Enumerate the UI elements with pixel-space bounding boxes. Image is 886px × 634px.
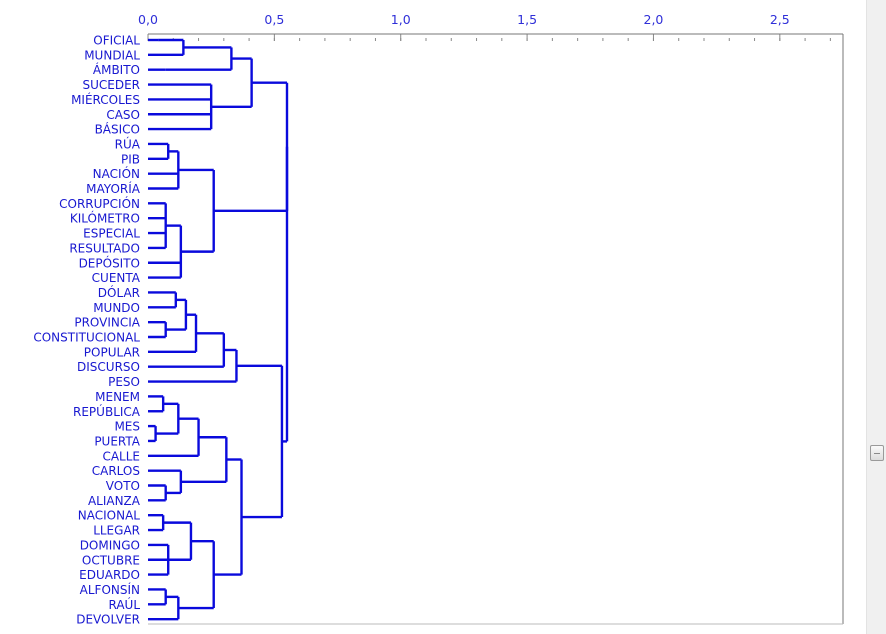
scrollbar-grip-icon bbox=[874, 453, 880, 454]
dendrogram-branches bbox=[148, 38, 289, 621]
leaf-labels: OFICIALMUNDIALÁMBITOSUCEDERMIÉRCOLESCASO… bbox=[33, 34, 140, 627]
x-tick-label: 1,0 bbox=[391, 12, 411, 27]
leaf-label: CONSTITUCIONAL bbox=[33, 331, 140, 345]
leaf-label: PESO bbox=[108, 375, 140, 389]
leaf-label: VOTO bbox=[106, 479, 140, 493]
leaf-label: CALLE bbox=[102, 449, 140, 463]
leaf-label: MUNDO bbox=[93, 301, 140, 315]
leaf-label: DEPÓSITO bbox=[79, 255, 140, 270]
leaf-label: PIB bbox=[121, 152, 140, 166]
leaf-label: CARLOS bbox=[92, 464, 140, 478]
leaf-label: OCTUBRE bbox=[82, 553, 140, 567]
leaf-label: LLEGAR bbox=[93, 524, 140, 538]
axis-ticks: 0,0 0,5 1,0 1,5 2,0 2,5 bbox=[138, 12, 831, 41]
leaf-label: ALFONSÍN bbox=[80, 582, 140, 597]
leaf-label: OFICIAL bbox=[93, 34, 140, 48]
leaf-label: REPÚBLICA bbox=[73, 404, 141, 419]
leaf-label: PROVINCIA bbox=[74, 316, 140, 330]
leaf-label: CUENTA bbox=[92, 271, 141, 285]
leaf-label: MES bbox=[114, 420, 140, 434]
leaf-label: EDUARDO bbox=[79, 568, 140, 582]
x-tick-label: 2,0 bbox=[644, 12, 664, 27]
leaf-label: CASO bbox=[106, 108, 140, 122]
leaf-label: RAÚL bbox=[108, 597, 140, 612]
plot-frame bbox=[148, 33, 844, 625]
leaf-label: PUERTA bbox=[94, 434, 140, 448]
x-tick-label: 0,5 bbox=[264, 12, 284, 27]
leaf-label: ÁMBITO bbox=[93, 62, 140, 77]
dendrogram-chart: 0,0 0,5 1,0 1,5 2,0 2,5 OFICIALMUNDIALÁMBITOS… bbox=[33, 12, 844, 627]
leaf-label: MUNDIAL bbox=[84, 48, 140, 62]
leaf-label: BÁSICO bbox=[95, 122, 140, 137]
leaf-label: RÚA bbox=[115, 136, 141, 151]
x-tick-label: 0,0 bbox=[138, 12, 158, 27]
leaf-label: ALIANZA bbox=[88, 494, 141, 508]
leaf-label: DEVOLVER bbox=[76, 613, 140, 627]
vertical-scrollbar[interactable] bbox=[866, 0, 886, 634]
leaf-label: MAYORÍA bbox=[86, 181, 141, 196]
leaf-label: DÓLAR bbox=[98, 285, 140, 300]
leaf-label: ESPECIAL bbox=[83, 227, 140, 241]
leaf-label: RESULTADO bbox=[69, 241, 140, 255]
leaf-label: MIÉRCOLES bbox=[71, 92, 140, 107]
scrollbar-thumb[interactable] bbox=[870, 445, 884, 461]
leaf-label: DISCURSO bbox=[77, 360, 140, 374]
leaf-label: DOMINGO bbox=[80, 538, 140, 552]
leaf-label: KILÓMETRO bbox=[70, 211, 140, 226]
leaf-label: MENEM bbox=[95, 390, 140, 404]
leaf-label: CORRUPCIÓN bbox=[59, 196, 140, 211]
x-tick-label: 2,5 bbox=[770, 12, 790, 27]
x-tick-label: 1,5 bbox=[517, 12, 537, 27]
leaf-label: SUCEDER bbox=[82, 78, 140, 92]
leaf-label: NACIONAL bbox=[78, 509, 141, 523]
leaf-label: NACIÓN bbox=[93, 166, 140, 181]
leaf-label: POPULAR bbox=[84, 345, 140, 359]
